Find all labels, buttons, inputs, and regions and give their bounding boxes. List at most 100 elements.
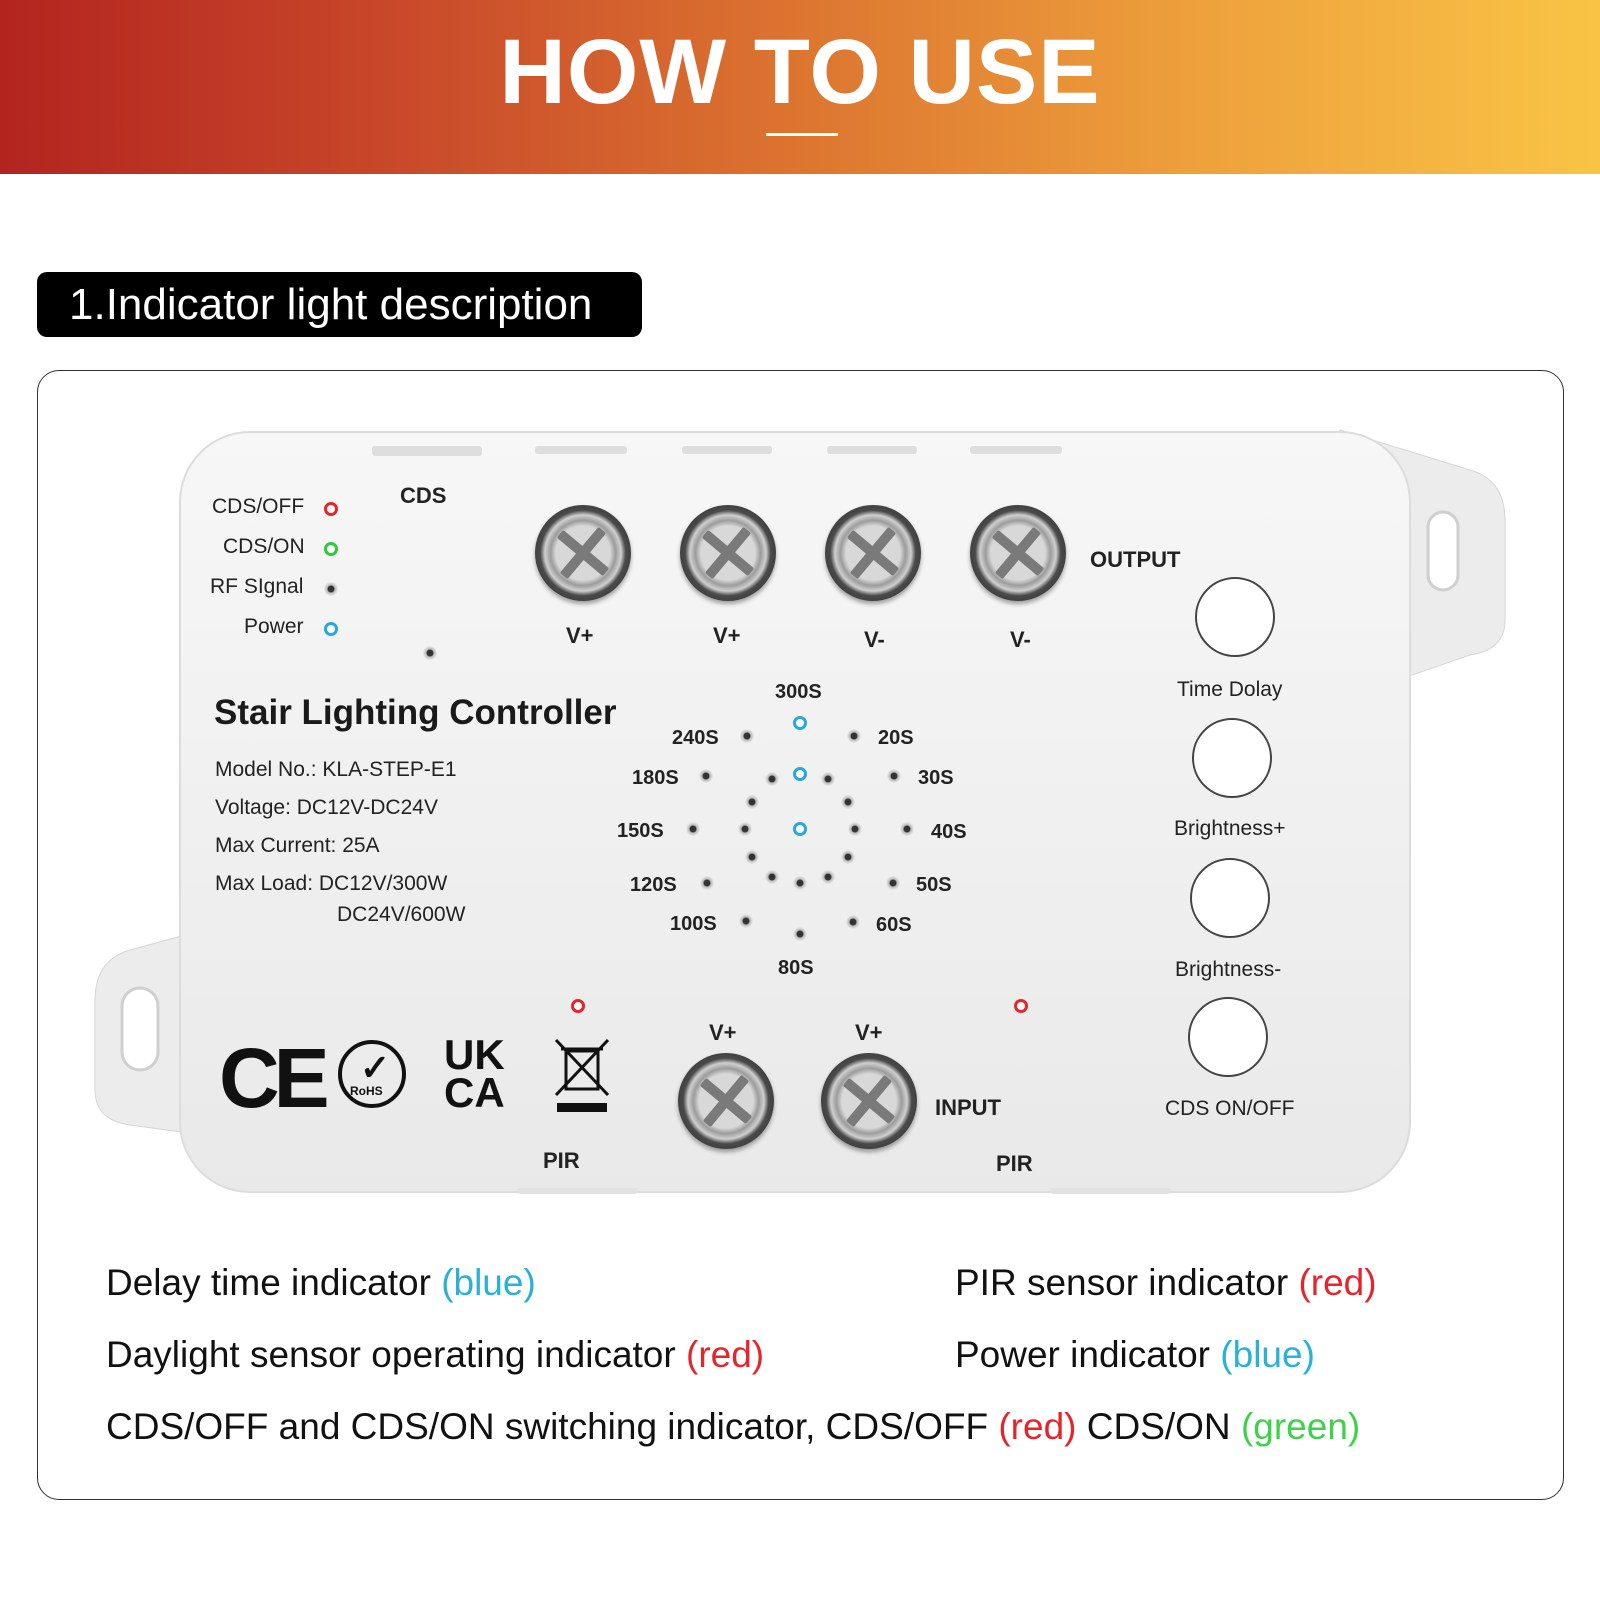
input-terminal-screw [821,1053,917,1149]
brightness-led [793,767,807,781]
delay-label-300s: 300S [775,681,822,703]
brightness-led [821,870,835,884]
delay-led-300s [793,716,807,730]
delay-led-40s [900,822,914,836]
rohs-text: RoHS [350,1084,383,1098]
led-label-rf-signal: RF SIgnal [210,575,304,598]
brightness-down-label: Brightness- [1175,958,1282,981]
delay-label-180s: 180S [632,767,679,789]
time-delay-button[interactable] [1195,577,1275,657]
input-terminal-screw [678,1053,774,1149]
cds-on-led [324,542,338,556]
legend-text: Delay time indicator [106,1262,442,1303]
legend-text: Daylight sensor operating indicator [106,1334,686,1375]
legend-text: CDS/OFF and CDS/ON switching indicator, … [106,1406,999,1447]
output-terminal-screw [970,505,1066,601]
brightness-led [848,822,862,836]
spec-load-24v: DC24V/600W [337,903,466,926]
delay-led-50s [886,876,900,890]
output-terminal-label: V+ [566,623,594,648]
cds-toggle-label: CDS ON/OFF [1165,1097,1295,1120]
pir-label-left: PIR [543,1148,580,1173]
time-delay-label: Time Dolay [1177,678,1283,701]
brightness-led [821,772,835,786]
spec-load-12v: Max Load: DC12V/300W [215,872,448,895]
spec-voltage: Voltage: DC12V-DC24V [215,796,438,819]
legend-text: CDS/ON [1076,1406,1241,1447]
legend-text: Power indicator [955,1334,1221,1375]
brightness-led [841,850,855,864]
delay-label-20s: 20S [878,727,914,749]
legend-color-red: (red) [1298,1262,1377,1303]
delay-led-100s [739,914,753,928]
content-frame [37,370,1564,1500]
weee-bin-icon [554,1038,610,1112]
delay-label-120s: 120S [630,874,677,896]
legend-color-green: (green) [1240,1406,1361,1447]
output-label: OUTPUT [1090,547,1181,572]
brightness-led [738,822,752,836]
input-terminal-label: V+ [709,1020,737,1045]
delay-led-240s [740,729,754,743]
header-banner: HOW TO USE [0,0,1600,174]
brightness-led [765,772,779,786]
delay-label-30s: 30S [918,767,954,789]
input-label: INPUT [935,1095,1001,1120]
cds-off-led [324,502,338,516]
output-terminal-screw [535,505,631,601]
delay-label-60s: 60S [876,914,912,936]
brightness-led [745,795,759,809]
pir-led-right [1014,999,1028,1013]
delay-label-40s: 40S [931,821,967,843]
legend-color-blue: (blue) [1220,1334,1315,1375]
brightness-led [793,822,807,836]
cds-toggle-button[interactable] [1188,997,1268,1077]
check-icon: ✓ [360,1047,391,1088]
led-label-cds-off: CDS/OFF [212,495,305,518]
delay-label-150s: 150S [617,820,664,842]
delay-label-80s: 80S [778,957,814,979]
rohs-icon: ✓ RoHS [338,1040,406,1108]
delay-led-20s [847,729,861,743]
delay-led-180s [699,769,713,783]
delay-led-60s [846,915,860,929]
output-terminal-label: V- [1010,627,1031,652]
delay-label-240s: 240S [672,727,719,749]
brightness-led [841,795,855,809]
legend-color-red: (red) [686,1334,765,1375]
brightness-led [765,870,779,884]
delay-led-80s [793,927,807,941]
delay-label-100s: 100S [670,913,717,935]
brightness-led [745,850,759,864]
delay-label-50s: 50S [916,874,952,896]
legend-pir-sensor: PIR sensor indicator (red) [955,1262,1377,1304]
legend-cds-switching: CDS/OFF and CDS/ON switching indicator, … [106,1406,1360,1448]
pir-label-right: PIR [996,1151,1033,1176]
brightness-up-label: Brightness+ [1174,817,1286,840]
output-terminal-screw [680,505,776,601]
legend-delay-time: Delay time indicator (blue) [106,1262,536,1304]
brightness-up-button[interactable] [1192,718,1272,798]
ce-mark: CE [219,1031,330,1125]
legend-daylight-sensor: Daylight sensor operating indicator (red… [106,1334,764,1376]
pir-led-left [571,999,585,1013]
section-title: 1.Indicator light description [37,272,642,337]
legend-text: PIR sensor indicator [955,1262,1299,1303]
cds-label: CDS [400,483,447,508]
ukca-mark-top: UK [444,1031,505,1078]
input-terminal-label: V+ [855,1020,883,1045]
output-terminal-label: V- [864,627,885,652]
controller-housing [94,429,1506,1194]
ukca-mark-bottom: CA [444,1069,505,1116]
output-terminal-screw [825,505,921,601]
brightness-led [793,876,807,890]
delay-led-30s [887,769,901,783]
brightness-down-button[interactable] [1190,858,1270,938]
power-led [324,622,338,636]
product-name: Stair Lighting Controller [214,693,617,732]
legend-power: Power indicator (blue) [955,1334,1315,1376]
led-label-power: Power [244,615,304,638]
led-label-cds-on: CDS/ON [223,535,305,558]
legend-color-red: (red) [998,1406,1077,1447]
spec-current: Max Current: 25A [215,834,380,857]
